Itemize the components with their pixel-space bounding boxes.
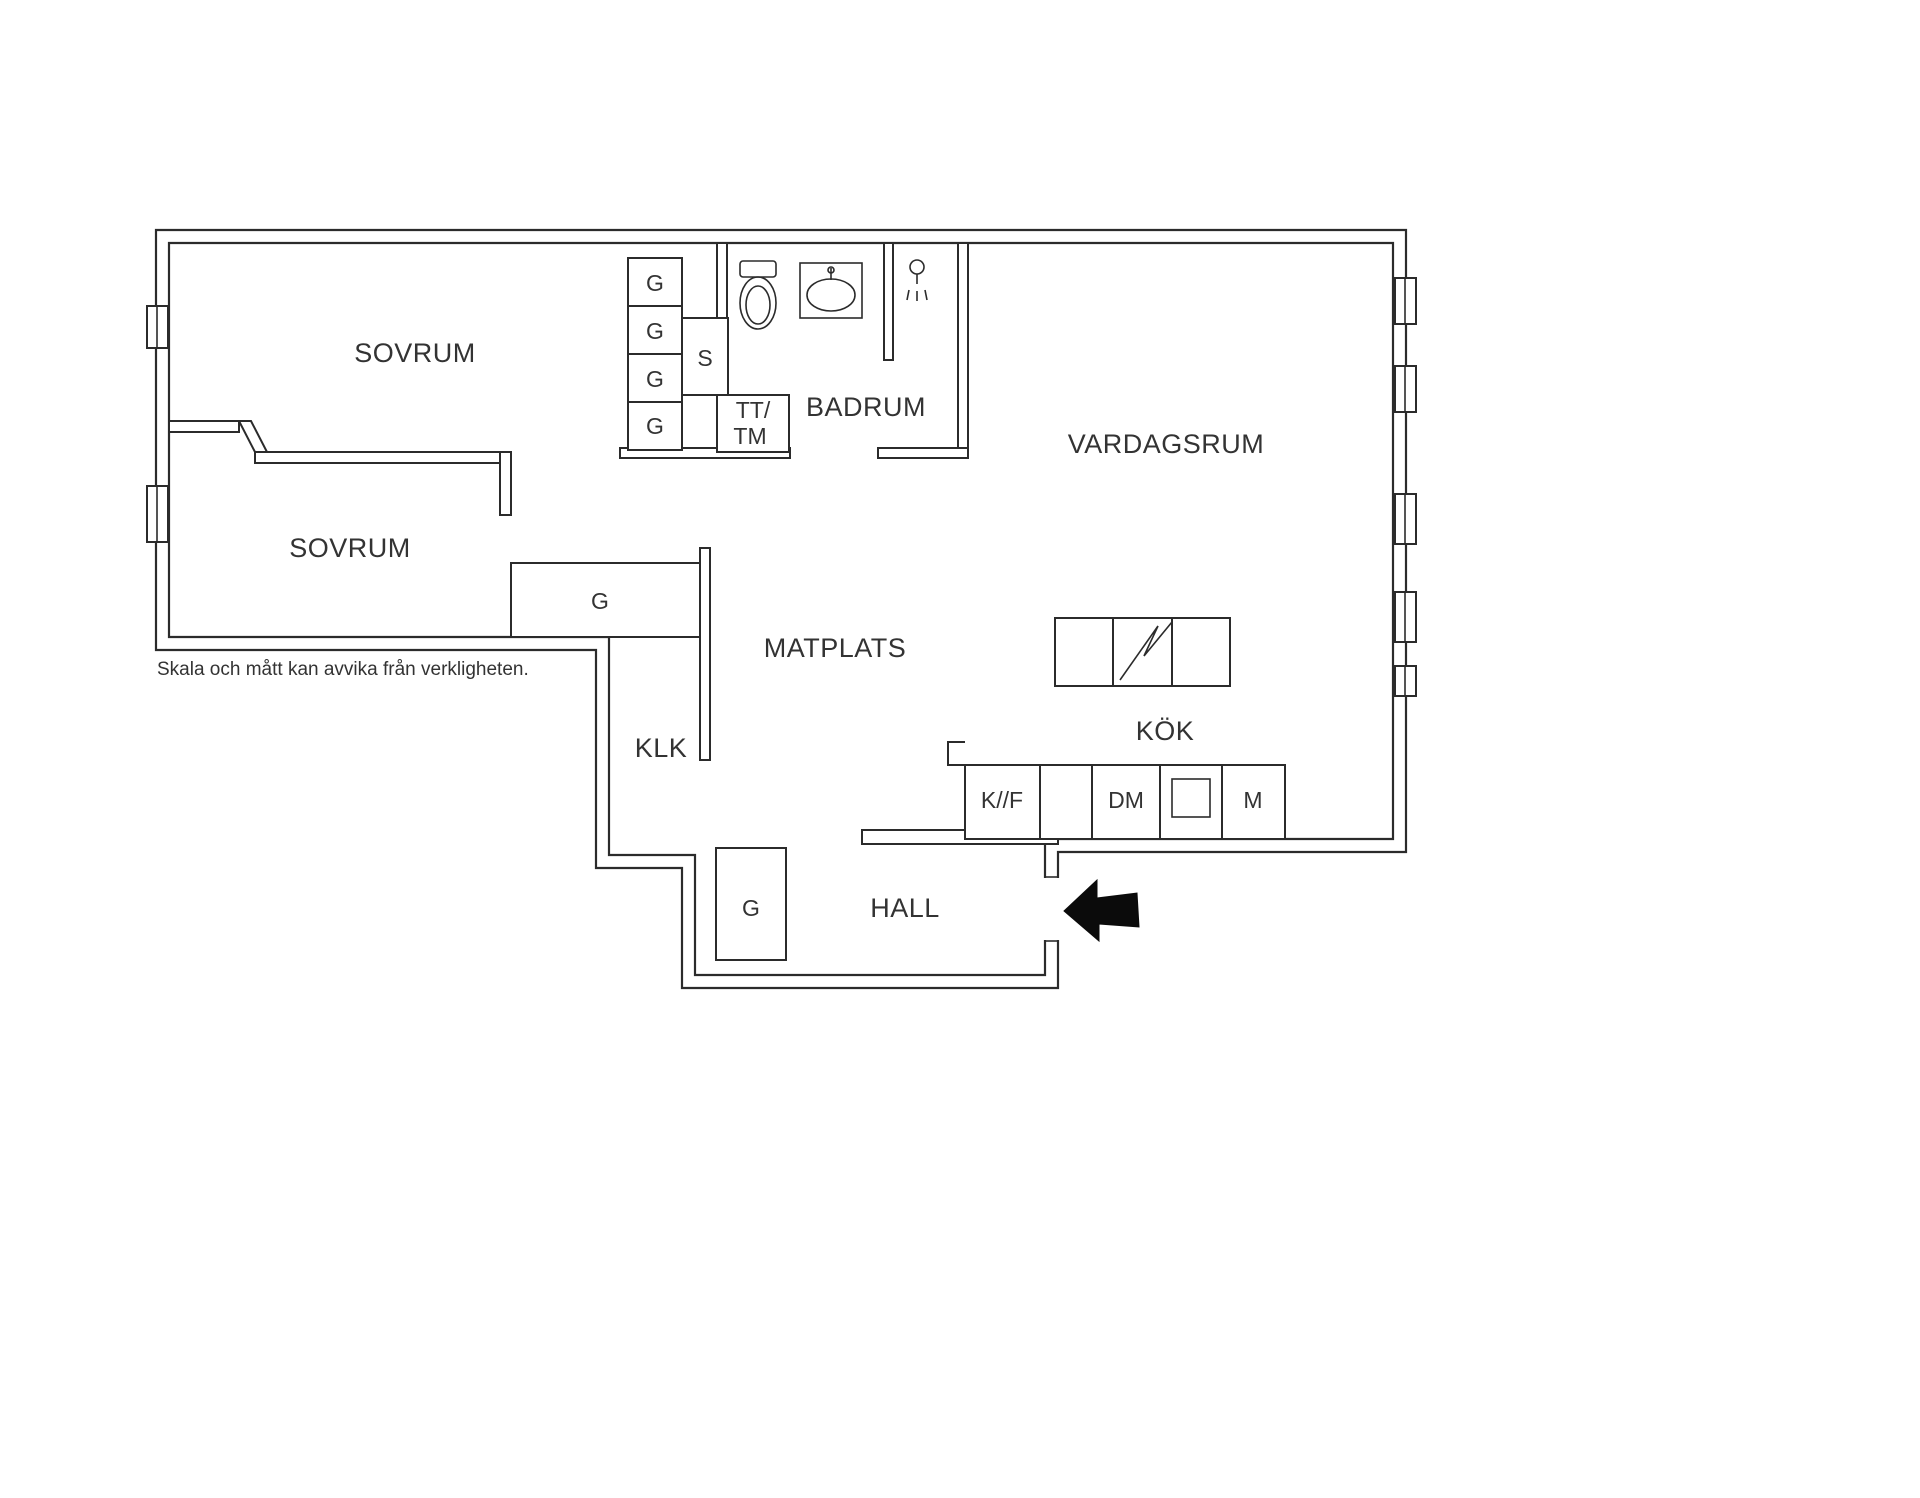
sovrum-bottom-right-wall [499, 451, 512, 516]
entrance-arrow-icon [1063, 878, 1140, 943]
stove-island-box [1054, 617, 1231, 687]
sink-basin-icon [1171, 778, 1211, 818]
room-label-sovrum-bottom: SOVRUM [289, 533, 411, 563]
room-label-matplats: MATPLATS [764, 633, 907, 663]
window-right-1 [1394, 277, 1417, 325]
stove-island [1054, 617, 1231, 687]
bedroom-divider-jog [237, 420, 269, 453]
room-label-badrum: BADRUM [806, 392, 926, 422]
window-right-2 [1394, 365, 1417, 413]
window-left-2 [146, 485, 169, 543]
laundry-label-line1: TT/ [736, 397, 771, 423]
room-labels: SOVRUM SOVRUM BADRUM VARDAGSRUM MATPLATS… [289, 338, 1264, 923]
appliance-row-box [964, 764, 1286, 840]
dishwasher-label: DM [1108, 787, 1144, 813]
kitchen-appliance-row [964, 764, 1286, 840]
microwave-label: M [1243, 787, 1262, 813]
inner-wall-line [167, 241, 1395, 977]
badrum-right-wall [957, 242, 969, 459]
stove-icon [1119, 621, 1173, 681]
fridge-freezer-label: K//F [981, 787, 1023, 813]
s-closet-box [681, 317, 729, 396]
room-label-hall: HALL [870, 893, 940, 923]
storage-labels: G G G G S TT/ TM G G [591, 270, 771, 921]
entrance [1041, 876, 1140, 943]
exterior-walls [154, 228, 1408, 990]
windows [146, 277, 1417, 697]
wardrobe-label-4: G [646, 413, 664, 439]
room-label-kok: KÖK [1136, 716, 1195, 746]
bedroom-divider-main [254, 451, 511, 464]
hall-wardrobe-box [715, 847, 787, 961]
bathroom-fixtures [739, 259, 928, 330]
room-label-vardagsrum: VARDAGSRUM [1068, 429, 1265, 459]
badrum-bottom-wall-right [877, 447, 969, 459]
room-label-sovrum-top: SOVRUM [354, 338, 476, 368]
mid-wardrobe-label: G [591, 588, 609, 614]
disclaimer-text: Skala och mått kan avvika från verklighe… [157, 659, 529, 680]
s-closet-label: S [697, 345, 712, 371]
window-left-1 [146, 305, 169, 349]
window-right-5 [1394, 665, 1417, 697]
window-right-3 [1394, 493, 1417, 545]
mid-wardrobe-box [510, 562, 701, 638]
wardrobe-label-2: G [646, 318, 664, 344]
sink-icon [799, 262, 863, 319]
shower-partition-wall [883, 242, 894, 361]
hall-wardrobe-label: G [742, 895, 760, 921]
matplats-left-wall [699, 547, 711, 761]
room-label-klk: KLK [635, 733, 688, 763]
wardrobe-column [627, 257, 683, 451]
wardrobe-label-3: G [646, 366, 664, 392]
shower-icon [906, 259, 928, 301]
appliance-labels: K//F DM M [981, 787, 1263, 813]
laundry-box [716, 394, 790, 453]
wardrobe-label-1: G [646, 270, 664, 296]
outer-wall-line [154, 228, 1408, 990]
entrance-door-gap [1041, 878, 1062, 940]
toilet-icon [739, 260, 777, 330]
window-right-4 [1394, 591, 1417, 643]
bedroom-divider-left [168, 420, 240, 433]
laundry-label-line2: TM [733, 423, 766, 449]
kitchen-counter-step [947, 741, 965, 766]
